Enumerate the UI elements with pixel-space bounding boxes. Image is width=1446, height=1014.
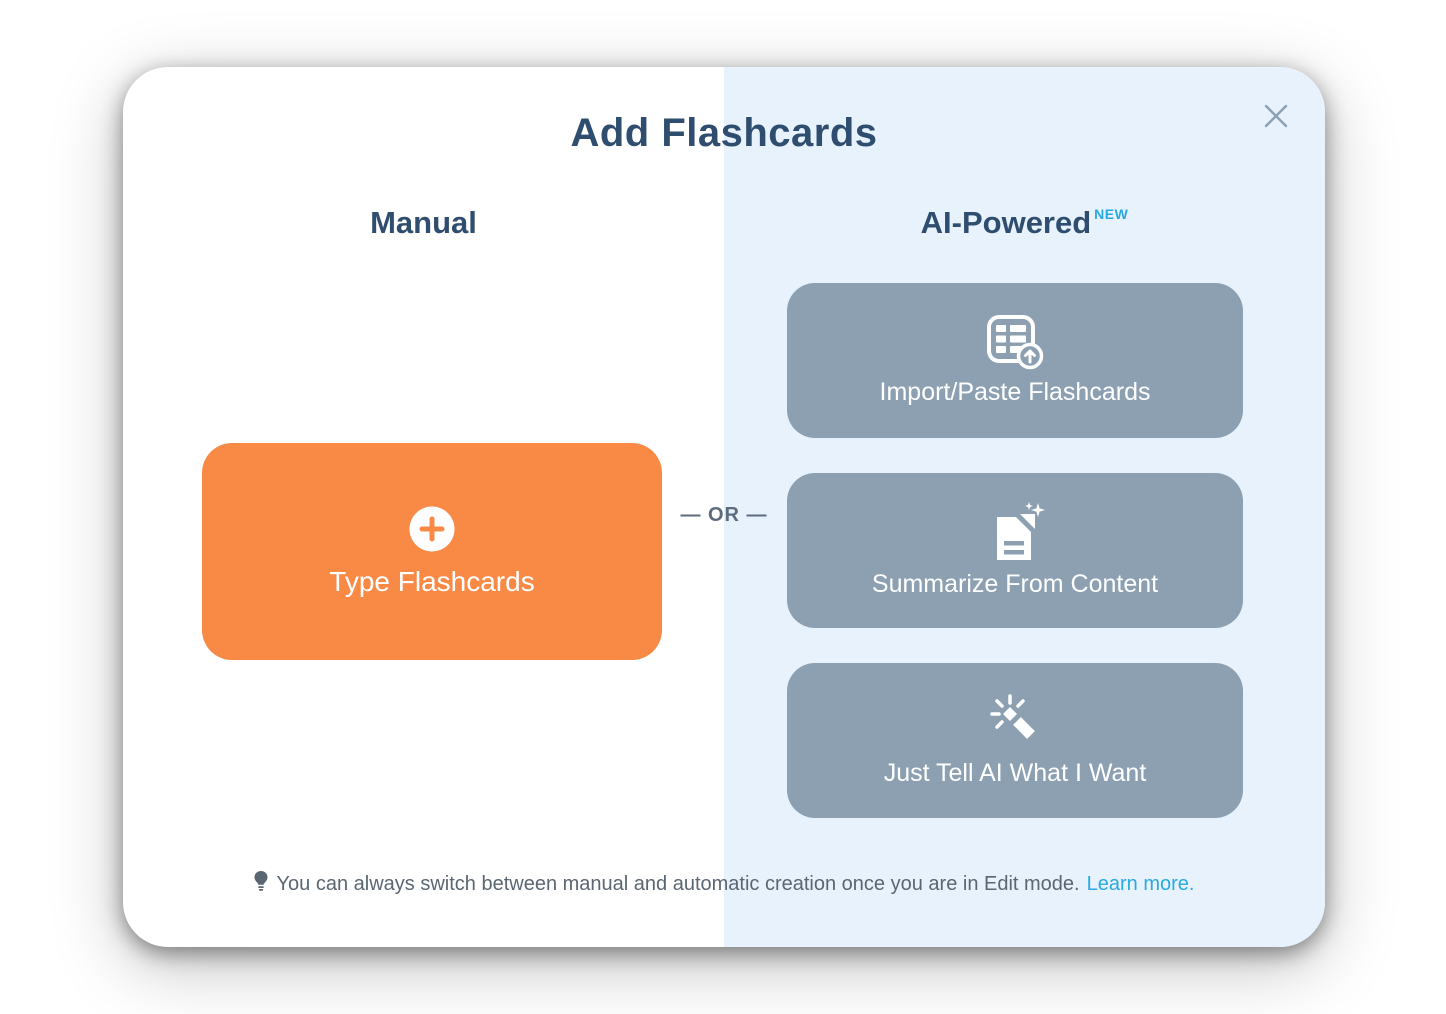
ai-heading-label: AI-Powered [920, 205, 1092, 240]
summarize-from-content-label: Summarize From Content [871, 570, 1159, 598]
manual-heading-label: Manual [370, 205, 477, 240]
new-badge: NEW [1094, 206, 1129, 222]
tip-text: You can always switch between manual and… [276, 873, 1080, 895]
type-flashcards-label: Type Flashcards [329, 565, 535, 597]
manual-section-heading: Manual [123, 205, 724, 241]
close-button[interactable] [1255, 95, 1297, 137]
or-divider: — OR — [680, 504, 768, 526]
ai-buttons-group: Import/Paste Flashcards Summarize From C… [787, 283, 1243, 818]
dialog-title: Add Flashcards [570, 111, 878, 155]
document-sparkle-icon [983, 502, 1047, 562]
type-flashcards-button[interactable]: Type Flashcards [202, 443, 662, 660]
magic-wand-icon [984, 693, 1046, 751]
lightbulb-icon [254, 871, 268, 892]
close-icon [1262, 102, 1290, 130]
just-tell-ai-button[interactable]: Just Tell AI What I Want [787, 663, 1243, 818]
import-table-upload-icon [986, 314, 1044, 370]
footer-tip: You can always switch between manual and… [123, 871, 1325, 896]
learn-more-link[interactable]: Learn more. [1086, 873, 1195, 895]
plus-circle-icon [409, 506, 455, 552]
summarize-from-content-button[interactable]: Summarize From Content [787, 473, 1243, 628]
just-tell-ai-label: Just Tell AI What I Want [883, 759, 1147, 787]
import-paste-flashcards-label: Import/Paste Flashcards [879, 378, 1151, 406]
import-paste-flashcards-button[interactable]: Import/Paste Flashcards [787, 283, 1243, 438]
